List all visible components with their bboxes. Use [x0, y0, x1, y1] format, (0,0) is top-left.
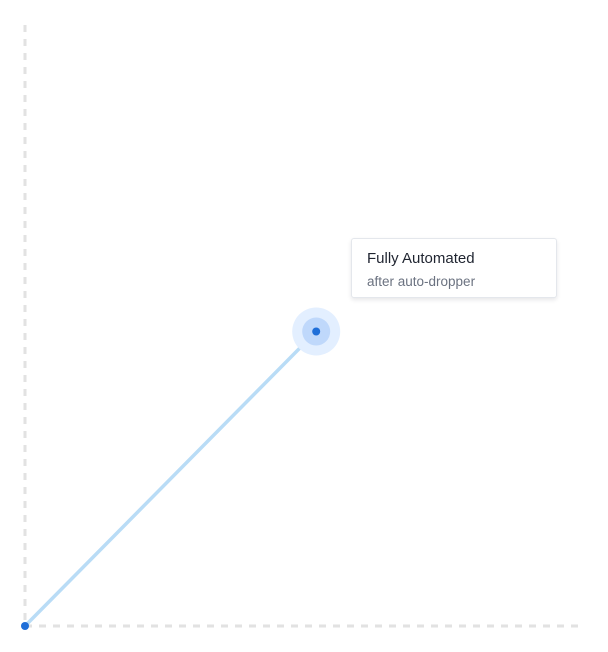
data-point — [21, 622, 29, 630]
point-tooltip: Fully Automated after auto-dropper — [351, 238, 557, 298]
tooltip-title: Fully Automated — [367, 250, 475, 267]
series-line — [23, 329, 318, 628]
tooltip-subtitle: after auto-dropper — [367, 274, 476, 289]
data-point — [312, 327, 321, 336]
